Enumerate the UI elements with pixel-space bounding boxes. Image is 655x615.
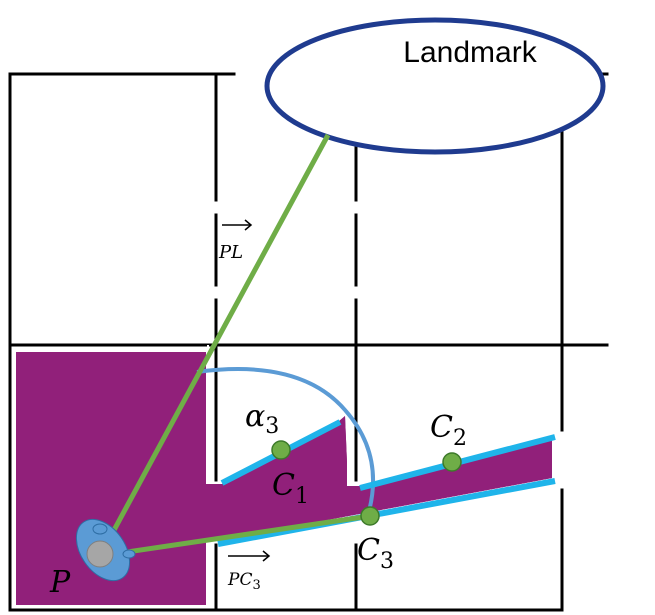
svg-text:PC3: PC3 xyxy=(227,570,261,593)
point-c1 xyxy=(271,440,291,460)
point-c3 xyxy=(360,506,380,526)
robot-icon xyxy=(75,518,136,582)
vector-pc3-label: PC3 xyxy=(227,550,271,593)
vector-pc3-line xyxy=(99,513,371,559)
point-c2-label: C2 xyxy=(430,410,467,451)
svg-text:PL: PL xyxy=(218,242,243,263)
visible-region-fill xyxy=(16,352,552,605)
angle-label: α3 xyxy=(245,399,279,439)
point-c2 xyxy=(442,452,462,472)
landmark-ellipse xyxy=(264,17,606,155)
landmark-label: Landmark xyxy=(403,36,537,69)
vector-pl-line xyxy=(97,133,331,558)
angle-arc xyxy=(196,367,376,516)
segment-c3 xyxy=(217,478,556,547)
point-p-label: P xyxy=(49,565,71,600)
vector-pl-label: PL xyxy=(218,219,253,263)
point-c3-label: C3 xyxy=(357,533,394,574)
point-c1-label: C1 xyxy=(272,468,309,509)
